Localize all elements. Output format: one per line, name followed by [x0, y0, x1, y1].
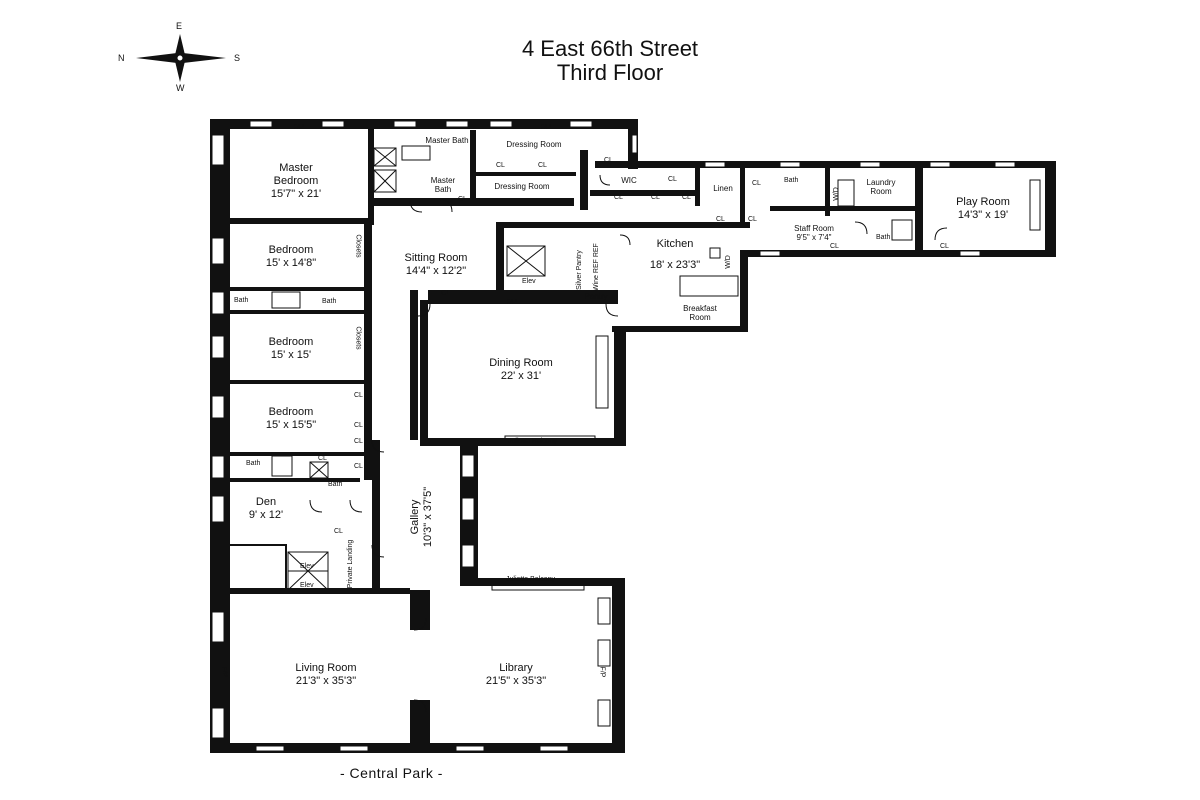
room-play-room: Play Room 14'3" x 19' [956, 196, 1010, 221]
compass-s: S [234, 53, 241, 63]
label-cl-7: CL [614, 194, 623, 201]
label-cl-19: CL [354, 463, 363, 470]
label-cl-1: CL [496, 162, 505, 169]
room-laundry-room: Laundry Room [866, 178, 896, 196]
label-fp-library: F/P [598, 666, 606, 678]
room-wine-ref: Wine REF REF [593, 243, 600, 291]
room-master-bath: Master Bath [425, 136, 469, 145]
label-bath-2: Bath [322, 298, 337, 305]
label-cl-11: CL [748, 216, 757, 223]
label-fp-master-bedroom: F/P [293, 124, 304, 131]
label-cl-8: CL [651, 194, 660, 201]
fixtures [271, 145, 948, 713]
label-cl-18: CL [318, 455, 327, 462]
room-master-bedroom: Master Bedroom 15'7" x 21' [270, 162, 322, 200]
label-elev-1: Elev [522, 278, 536, 285]
label-fp-living-room: F/P [220, 666, 228, 678]
room-dressing-room-1: Dressing Room [506, 140, 562, 149]
label-elev-2: Elev [300, 563, 314, 570]
label-cl-6: CL [752, 180, 761, 187]
room-master-bath-2: Master Bath [430, 176, 456, 194]
label-cl-3: CL [458, 196, 467, 203]
room-dining-room: Dining Room 22' x 31' [489, 357, 553, 382]
label-closets-1: Closets [354, 234, 362, 258]
label-cl-2: CL [538, 162, 547, 169]
label-elev-3: Elev [300, 582, 314, 589]
room-den: Den 9' x 12' [248, 496, 284, 521]
label-cl-14: CL [441, 290, 450, 297]
walls [210, 119, 1056, 753]
room-linen: Linen [713, 184, 733, 193]
room-staff-room: Staff Room 9'5" x 7'4" [794, 224, 834, 242]
room-dressing-room-2: Dressing Room [494, 182, 550, 191]
label-bath-3: Bath [246, 460, 261, 467]
label-cl-9: CL [682, 194, 691, 201]
windows [211, 120, 1041, 752]
label-cl-16: CL [354, 422, 363, 429]
room-silver-pantry: Silver Pantry [576, 250, 583, 290]
label-cl-17: CL [354, 438, 363, 445]
label-juliette-balcony-2: Juliette Balcony [506, 576, 556, 583]
label-cl-20: CL [334, 528, 343, 535]
room-gallery: Gallery 10'3" x 37'5" [409, 486, 434, 548]
room-sitting-room: Sitting Room 14'4" x 12'2" [404, 252, 468, 277]
room-living-room: Living Room 21'3" x 35'3" [295, 662, 357, 687]
label-bath-5: Bath [784, 177, 799, 184]
label-cl-5: CL [668, 176, 677, 183]
label-bath-6: Bath [876, 234, 891, 241]
room-pantry: Pantry [584, 292, 608, 301]
label-closets-2: Closets [354, 326, 362, 350]
room-private-landing: Private Landing [347, 539, 354, 589]
compass-n: N [118, 53, 125, 63]
label-wd-2: W/D [832, 187, 840, 201]
label-cl-12: CL [830, 243, 839, 250]
label-juliette-balcony-1: Juliette Balcony [508, 438, 558, 445]
label-cl-10: CL [716, 216, 725, 223]
label-wd-1: W/D [724, 255, 732, 269]
compass-e: E [176, 21, 183, 31]
page-subtitle: Third Floor [556, 60, 664, 85]
room-wic: WIC [621, 176, 637, 185]
room-library: Library 21'5" x 35'3" [485, 662, 547, 687]
room-bedroom-2: Bedroom 15' x 15' [268, 336, 314, 361]
room-bedroom-1: Bedroom 15' x 14'8" [265, 244, 317, 269]
label-bath-4: Bath [328, 481, 343, 488]
room-kitchen: Kitchen 18' x 23'3" [649, 238, 701, 271]
label-cl-15: CL [354, 392, 363, 399]
footer-central-park: - Central Park - [340, 765, 443, 781]
room-bedroom-3: Bedroom 15' x 15'5" [265, 406, 317, 431]
label-fp-dining-room: F/P [506, 299, 517, 306]
compass-rose-icon [136, 34, 226, 82]
page-title: 4 East 66th Street [521, 36, 699, 61]
label-cl-13: CL [940, 243, 949, 250]
label-fp-dressing-room: F/P [540, 124, 551, 131]
label-bath-1: Bath [234, 297, 249, 304]
compass-w: W [176, 83, 185, 93]
room-breakfast-room: Breakfast Room [683, 304, 717, 322]
label-cl-4: CL [604, 157, 613, 164]
